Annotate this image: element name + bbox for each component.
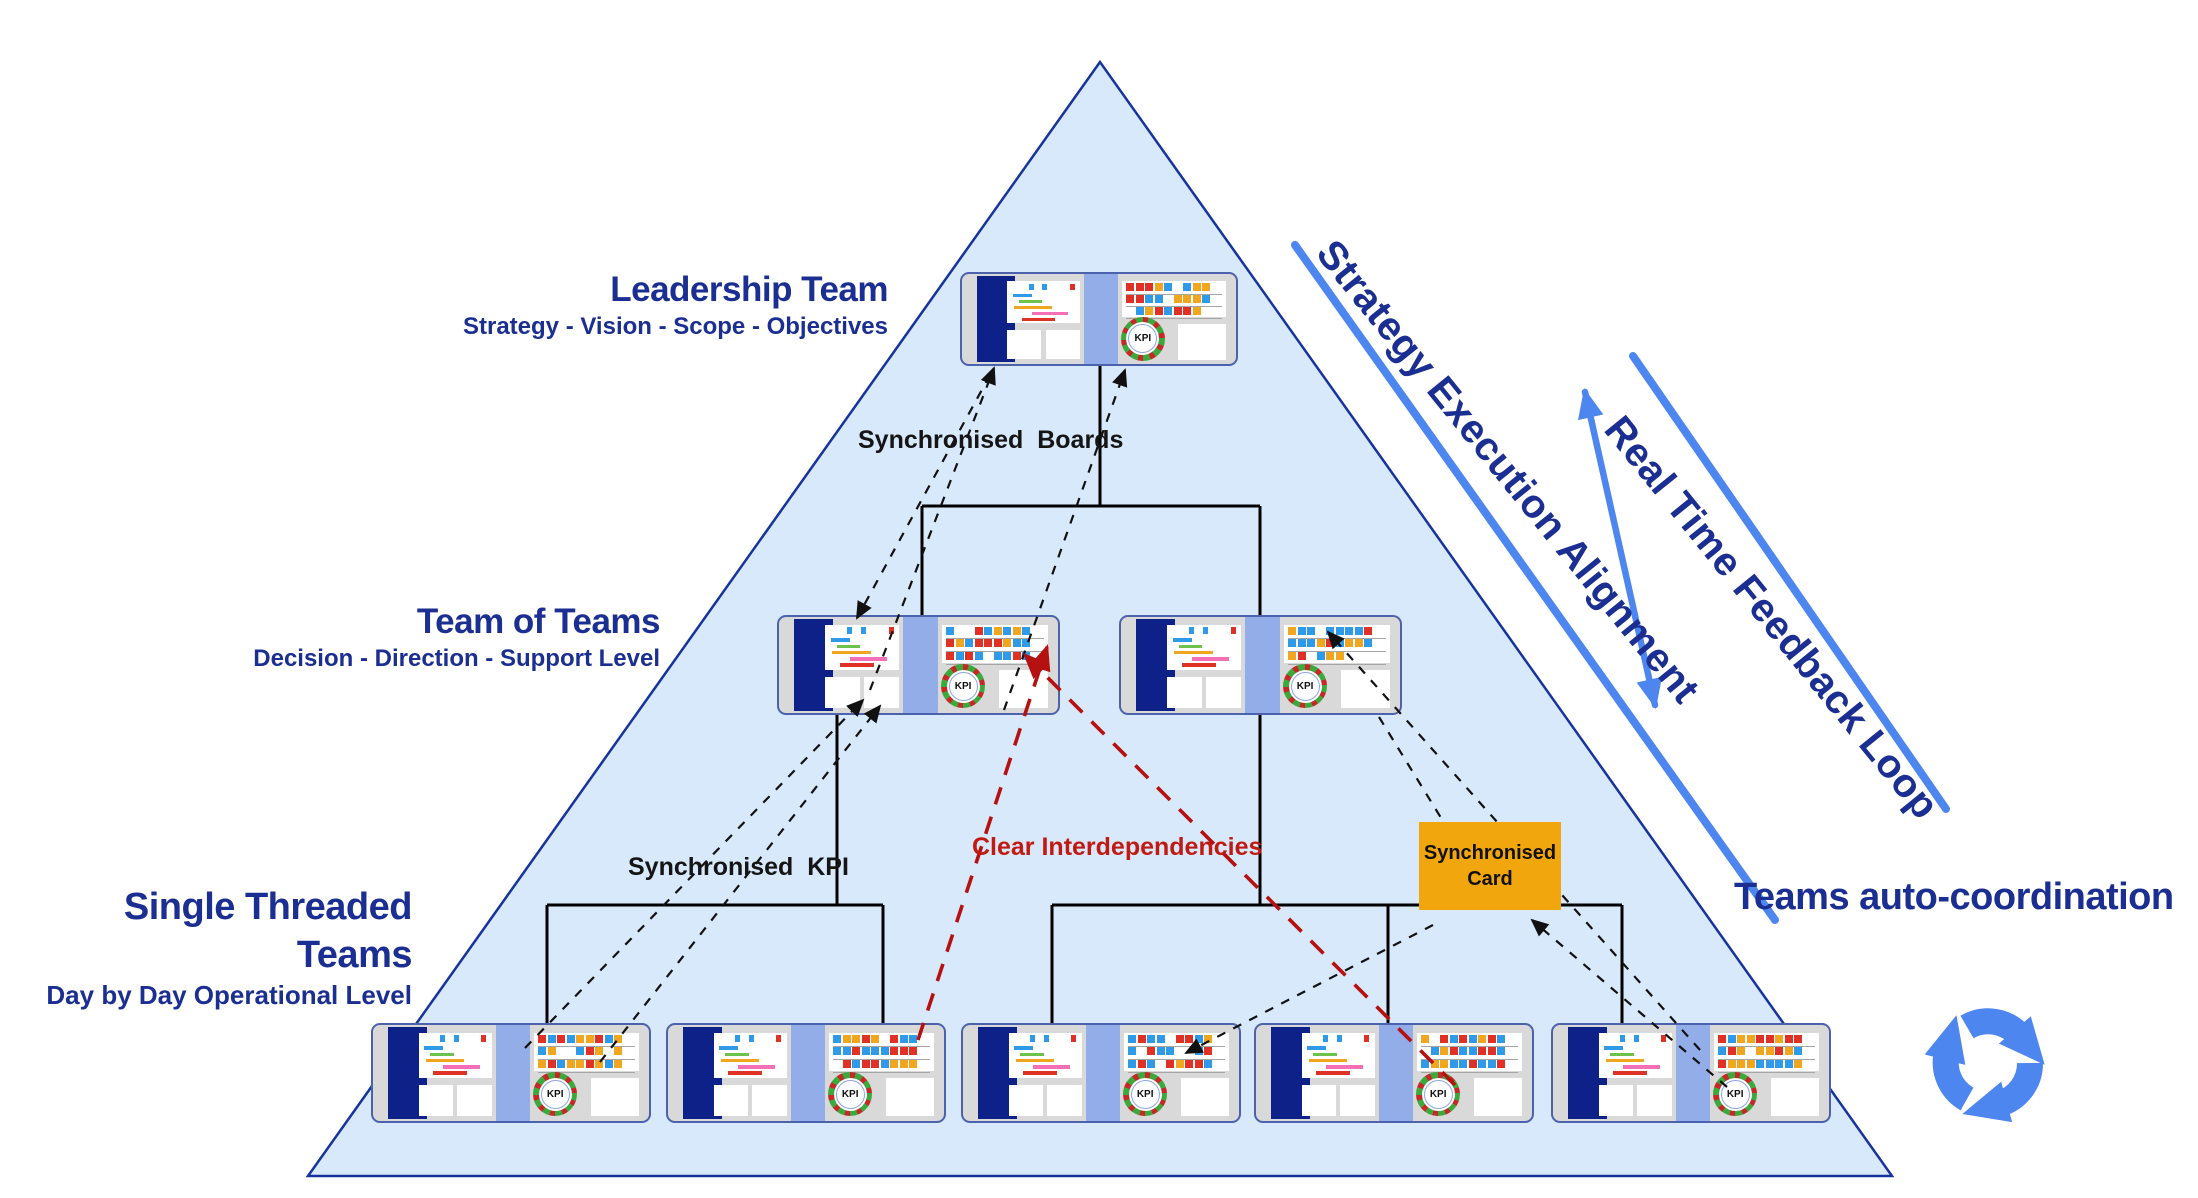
board-card-placeholder [1340, 1084, 1375, 1117]
team-board-team-of-teams: KPI [1119, 615, 1402, 715]
synchronised-card-line2: Card [1467, 868, 1513, 890]
team-board-team-of-teams: KPI [777, 615, 1060, 715]
board-divider-strip [1245, 617, 1281, 713]
kanban-squares-panel [1284, 624, 1391, 665]
single-threaded-level-caption: Single Threaded Teams Day by Day Operati… [0, 884, 412, 1012]
kpi-label: KPI [1429, 1088, 1447, 1100]
kpi-label: KPI [1134, 333, 1152, 345]
board-card-placeholder [999, 669, 1049, 709]
board-card-placeholder [1771, 1077, 1820, 1117]
board-card-placeholder [752, 1084, 787, 1117]
kpi-label: KPI [1136, 1088, 1154, 1100]
leadership-subtitle: Strategy - Vision - Scope - Objectives [462, 312, 888, 340]
kpi-gauge-icon: KPI [1416, 1072, 1461, 1117]
board-card-placeholder [1167, 676, 1202, 709]
team-of-teams-title: Team of Teams [416, 602, 661, 641]
kpi-gauge-icon: KPI [1713, 1072, 1758, 1117]
kpi-gauge-icon: KPI [1120, 316, 1165, 361]
board-card-placeholder [1341, 669, 1391, 709]
board-card-placeholder [1181, 1077, 1230, 1117]
board-card-placeholder [1206, 676, 1241, 709]
board-card-placeholder [1007, 329, 1042, 360]
gantt-panel [1598, 1032, 1672, 1078]
kanban-squares-panel [1417, 1032, 1523, 1073]
kanban-squares-panel [1714, 1032, 1820, 1073]
gantt-panel [1167, 624, 1241, 670]
team-board-single-threaded: KPI [371, 1023, 651, 1123]
kpi-gauge-icon: KPI [828, 1072, 873, 1117]
leadership-title: Leadership Team [610, 270, 888, 309]
board-card-placeholder [1047, 1084, 1082, 1117]
board-card-placeholder [825, 676, 860, 709]
team-board-single-threaded: KPI [961, 1023, 1241, 1123]
board-divider-strip [790, 1025, 826, 1121]
board-divider-strip [1085, 1025, 1121, 1121]
kpi-label: KPI [1726, 1088, 1744, 1100]
teams-auto-coordination-label: Teams auto-coordination [1734, 876, 2174, 918]
synchronised-card-note: Synchronised Card [1419, 822, 1561, 910]
kpi-label: KPI [546, 1088, 564, 1100]
board-card-placeholder [1474, 1077, 1523, 1117]
board-card-placeholder [713, 1084, 749, 1117]
kanban-squares-panel [829, 1032, 935, 1073]
kpi-gauge-icon: KPI [941, 664, 986, 709]
gantt-panel [825, 624, 899, 670]
board-card-placeholder [591, 1077, 640, 1117]
leadership-level-caption: Leadership Team Strategy - Vision - Scop… [462, 268, 889, 342]
team-board-single-threaded: KPI [1551, 1023, 1831, 1123]
board-card-placeholder [418, 1084, 454, 1117]
kpi-gauge-icon: KPI [1283, 664, 1328, 709]
board-card-placeholder [1637, 1084, 1672, 1117]
team-board-single-threaded: KPI [1254, 1023, 1534, 1123]
kanban-squares-panel [534, 1032, 640, 1073]
kanban-squares-panel [1124, 1032, 1230, 1073]
kanban-squares-panel [942, 624, 1049, 665]
board-card-placeholder [864, 676, 899, 709]
board-card-placeholder [1598, 1084, 1634, 1117]
board-card-placeholder [1045, 329, 1080, 360]
team-of-teams-level-caption: Team of Teams Decision - Direction - Sup… [253, 600, 660, 674]
kpi-gauge-icon: KPI [533, 1072, 578, 1117]
single-threaded-subtitle: Day by Day Operational Level [46, 980, 412, 1010]
clear-interdependencies-label: Clear Interdependencies [972, 833, 1263, 861]
team-board-leadership: KPI [960, 272, 1238, 366]
board-divider-strip [903, 617, 939, 713]
single-threaded-title: Single Threaded Teams [123, 886, 413, 976]
kpi-label: KPI [1296, 680, 1314, 692]
kpi-label: KPI [954, 680, 972, 692]
board-card-placeholder [457, 1084, 492, 1117]
kpi-gauge-icon: KPI [1123, 1072, 1168, 1117]
board-card-placeholder [886, 1077, 935, 1117]
synchronised-kpi-label: Synchronised KPI [628, 853, 849, 881]
board-divider-strip [1083, 274, 1119, 364]
board-divider-strip [1378, 1025, 1414, 1121]
board-card-placeholder [1301, 1084, 1337, 1117]
board-divider-strip [495, 1025, 531, 1121]
kanban-squares-panel [1122, 281, 1227, 319]
board-card-placeholder [1178, 323, 1227, 360]
gantt-panel [1007, 281, 1080, 324]
kpi-label: KPI [841, 1088, 859, 1100]
gantt-panel [418, 1032, 492, 1078]
gantt-panel [1008, 1032, 1082, 1078]
team-of-teams-subtitle: Decision - Direction - Support Level [253, 644, 660, 672]
team-board-single-threaded: KPI [666, 1023, 946, 1123]
gantt-panel [713, 1032, 787, 1078]
synchronised-boards-label: Synchronised Boards [858, 426, 1124, 454]
board-divider-strip [1675, 1025, 1711, 1121]
gantt-panel [1301, 1032, 1375, 1078]
synchronised-card-line1: Synchronised [1423, 842, 1557, 864]
board-card-placeholder [1008, 1084, 1044, 1117]
